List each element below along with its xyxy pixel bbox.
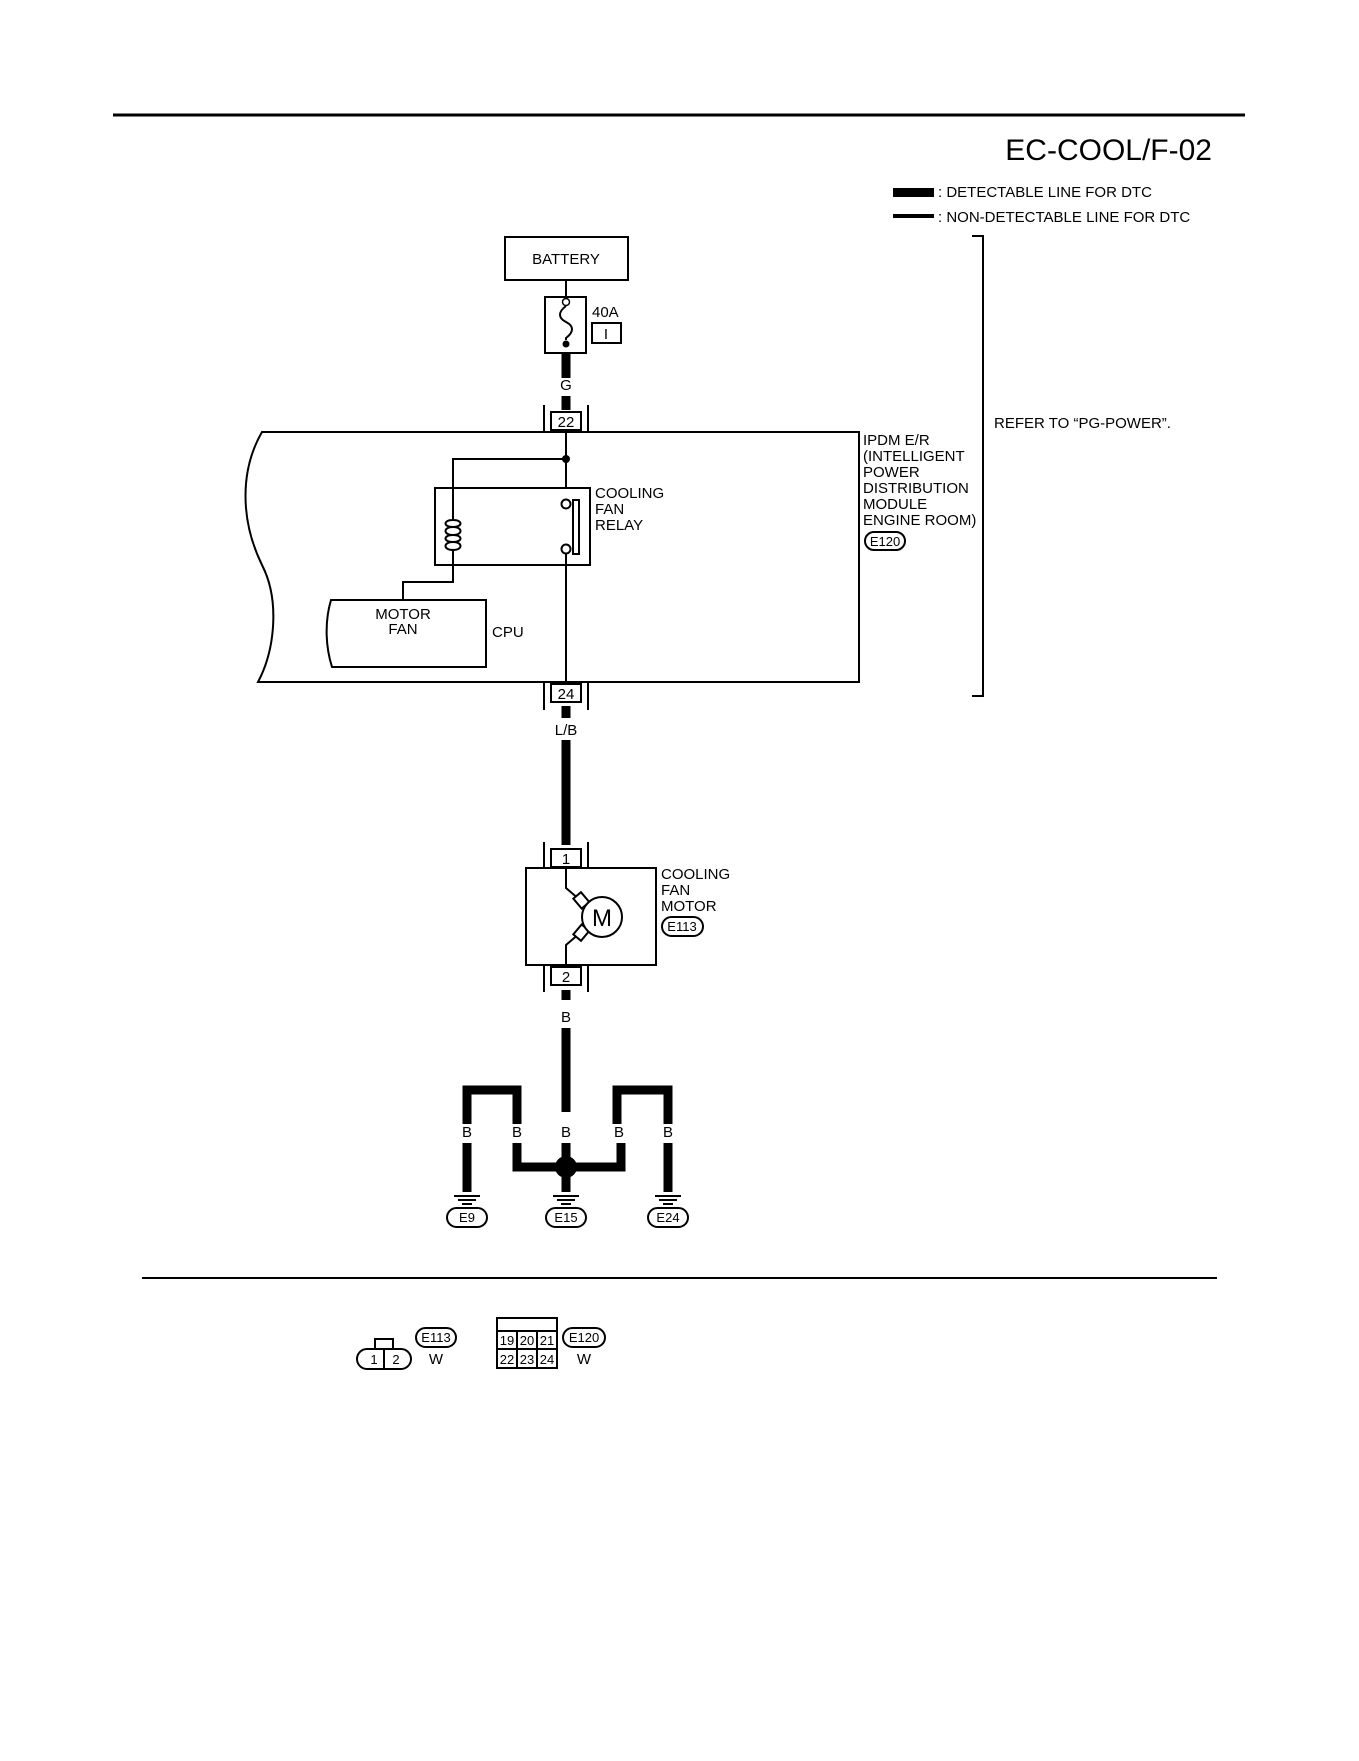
fuse-id: I (604, 326, 608, 343)
motor-label-3: MOTOR (661, 898, 717, 915)
battery-label: BATTERY (532, 251, 600, 268)
pin-24-housing (543, 682, 589, 710)
relay-switch-blade (572, 499, 580, 555)
fuse-terminal-bottom (562, 340, 570, 348)
pin-22-housing (543, 405, 589, 432)
connector-e120-pin-23: 23 (520, 1352, 534, 1367)
ground-e9-id: E9 (459, 1210, 475, 1225)
wire-b-label-3: B (561, 1124, 571, 1141)
ground-bus-left-upper (462, 1085, 522, 1124)
connector-e120-face (496, 1317, 558, 1369)
relay-label-3: RELAY (595, 517, 643, 534)
legend-thick-line (893, 188, 934, 197)
ipdm-label-4: DISTRIBUTION (863, 480, 969, 497)
ground-e24-icon (655, 1195, 681, 1205)
refer-text: REFER TO “PG-POWER”. (994, 415, 1171, 432)
fuse-element (559, 305, 573, 340)
relay-contact-top (560, 498, 572, 510)
legend-detectable-text: : DETECTABLE LINE FOR DTC (938, 184, 1152, 201)
legend-thin-line (893, 214, 934, 218)
connector-e113-color: W (429, 1351, 444, 1368)
ground-e15: E15 (545, 1195, 587, 1228)
connector-e120-color: W (577, 1351, 592, 1368)
connector-e120-badge (562, 1327, 606, 1348)
connector-e120-pin-21: 21 (540, 1333, 554, 1348)
fuse: 40A I (544, 296, 622, 354)
connector-e120-pin-24: 24 (540, 1352, 554, 1367)
cpu-label: CPU (492, 624, 524, 641)
wire-color-lb: L/B (555, 722, 578, 739)
motor-icon (581, 896, 623, 938)
pin-1-label: 1 (562, 851, 570, 868)
connector-e120: 19 20 21 22 23 24 E120 W (496, 1317, 606, 1369)
ipdm-label-6: ENGINE ROOM) (863, 512, 976, 529)
pin-22-box (550, 411, 582, 431)
ground-e9-icon (454, 1195, 480, 1205)
legend-non-detectable-text: : NON-DETECTABLE LINE FOR DTC (938, 209, 1190, 226)
wire-b-label-2: B (512, 1124, 522, 1141)
ground-e24-id: E24 (656, 1210, 679, 1225)
pin-2-box (550, 966, 582, 986)
ground-e15-icon (553, 1195, 579, 1205)
pin-2-label: 2 (562, 969, 570, 986)
ipdm-connector-id: E120 (870, 534, 900, 549)
relay-contact-bottom (560, 543, 572, 555)
pin-24-box (550, 683, 582, 703)
relay-coil-icon-right (452, 519, 462, 551)
cpu-block-label-2: FAN (388, 621, 417, 638)
page-title: EC-COOL/F-02 (1005, 134, 1212, 167)
motor-label-1: COOLING (661, 866, 730, 883)
relay-label-1: COOLING (595, 485, 664, 502)
ipdm-label-5: MODULE (863, 496, 927, 513)
wire-b-label-1: B (462, 1124, 472, 1141)
motor-connector-id: E113 (667, 919, 696, 934)
ipdm-label-2: (INTELLIGENT (863, 448, 965, 465)
connector-e113-id: E113 (421, 1330, 450, 1345)
connector-e113-badge (415, 1327, 457, 1348)
fuse-id-box (591, 322, 622, 344)
wire-b-label-4: B (614, 1124, 624, 1141)
relay-label-2: FAN (595, 501, 624, 518)
fuse-rating: 40A (592, 304, 619, 321)
ground-e24-badge (647, 1207, 689, 1228)
ground-e24: E24 (647, 1195, 689, 1228)
pin-22-label: 22 (558, 414, 575, 431)
pin-1-housing (543, 842, 589, 868)
ground-bus-right-upper (612, 1085, 673, 1124)
cpu-block-label-1: MOTOR (375, 606, 431, 623)
pin-24-label: 24 (558, 686, 575, 703)
wire-color-g: G (560, 377, 572, 394)
pin-2-housing (543, 965, 589, 992)
connector-e120-id: E120 (569, 1330, 599, 1345)
connector-e120-pin-20: 20 (520, 1333, 534, 1348)
motor-label-2: FAN (661, 882, 690, 899)
ground-splice (555, 1156, 577, 1178)
connector-e113-latch (374, 1338, 394, 1350)
cpu-motor-fan-block (325, 599, 487, 668)
connector-e120-pin-19: 19 (500, 1333, 514, 1348)
connector-e120-pin-22: 22 (500, 1352, 514, 1367)
ground-e9: E9 (446, 1195, 488, 1228)
ipdm-label-3: POWER (863, 464, 920, 481)
refer-bracket (972, 235, 984, 697)
connector-e113-pin-1: 1 (370, 1352, 377, 1367)
ground-e9-badge (446, 1207, 488, 1228)
motor-symbol: M (592, 905, 612, 932)
ground-e15-badge (545, 1207, 587, 1228)
wire-b-label-5: B (663, 1124, 673, 1141)
cpu-relay-link (402, 565, 454, 600)
ground-e15-id: E15 (554, 1210, 577, 1225)
motor-connector-badge (661, 916, 704, 937)
ipdm-label-1: IPDM E/R (863, 432, 930, 449)
connector-e113: 1 2 E113 W (356, 1327, 457, 1370)
fuse-terminal-top (561, 297, 571, 307)
connector-e113-pin-2: 2 (392, 1352, 399, 1367)
wire-color-b: B (561, 1009, 571, 1026)
legend: : DETECTABLE LINE FOR DTC : NON-DETECTAB… (893, 184, 1190, 226)
ipdm-connector-badge (864, 531, 906, 551)
